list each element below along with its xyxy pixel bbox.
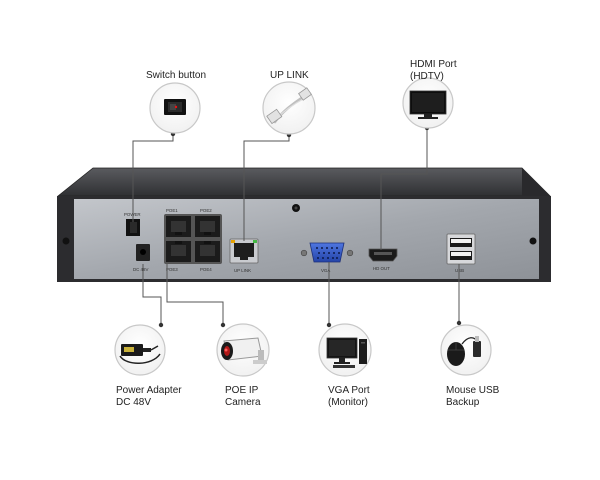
callout-dots xyxy=(158,125,462,328)
vga-monitor-callout xyxy=(318,323,372,377)
usb-label: Mouse USB Backup xyxy=(446,385,499,409)
usb-label-line1: Mouse USB xyxy=(446,385,500,396)
poe2-silk-label: POE2 xyxy=(200,208,212,213)
usb-ports[interactable] xyxy=(446,233,476,265)
poe3-silk-label: POE3 xyxy=(166,267,178,272)
dc-power-jack[interactable] xyxy=(136,244,150,261)
callout-lines xyxy=(132,128,460,325)
uplink-callout xyxy=(262,81,316,135)
power-adapter-label: Power Adapter DC 48V xyxy=(116,385,182,409)
power-adapter-label-line1: Power Adapter xyxy=(116,385,182,396)
poe-camera-label: POE IP Camera xyxy=(225,385,261,409)
mouse-icon xyxy=(447,336,481,366)
hdmi-callout xyxy=(402,77,454,129)
hdmi-label-line2: (HDTV) xyxy=(410,71,444,82)
poe-port-4 xyxy=(195,241,220,262)
nvr-device: POWER DC 48V POE1 POE2 POE3 POE4 UP LINK xyxy=(56,167,551,282)
poe-camera-label-line1: POE IP xyxy=(225,385,259,396)
usb-callout xyxy=(440,324,492,376)
poe-camera-callout xyxy=(216,323,270,377)
switch-button-label: Switch button xyxy=(146,70,207,81)
poe-port-1 xyxy=(166,216,191,237)
poe-ports[interactable] xyxy=(164,214,222,264)
desktop-computer-icon xyxy=(326,337,367,368)
screw-hole xyxy=(529,237,537,245)
hdout-silk-label: HD OUT xyxy=(373,266,390,271)
usb-silk-label: USB xyxy=(455,268,464,273)
poe-port-2 xyxy=(195,216,220,237)
power-adapter-callout xyxy=(114,324,166,376)
hdmi-label-line1: HDMI Port xyxy=(410,59,457,70)
dc-silk-label: DC 48V xyxy=(133,267,148,272)
power-adapter-icon xyxy=(119,344,161,364)
uplink-label: UP LINK xyxy=(270,70,309,81)
usb-label-line2: Backup xyxy=(446,397,480,408)
poe-camera-label-line2: Camera xyxy=(225,397,261,408)
usb-stick-icon xyxy=(473,341,481,357)
poe-port-3 xyxy=(166,241,191,262)
hdmi-label: HDMI Port (HDTV) xyxy=(410,59,457,83)
vga-monitor-label: VGA Port (Monitor) xyxy=(328,385,370,409)
screw-hole xyxy=(62,237,70,245)
uplink-silk-label: UP LINK xyxy=(234,268,251,273)
poe4-silk-label: POE4 xyxy=(200,267,212,272)
vga-monitor-label-line1: VGA Port xyxy=(328,385,370,396)
tv-monitor-icon xyxy=(409,90,447,119)
ethernet-cable-icon xyxy=(266,87,312,125)
vga-monitor-label-line2: (Monitor) xyxy=(328,397,369,408)
power-adapter-label-line2: DC 48V xyxy=(116,397,152,408)
poe1-silk-label: POE1 xyxy=(166,208,178,213)
hdmi-port[interactable] xyxy=(368,248,398,262)
chassis-top xyxy=(56,167,551,197)
uplink-port[interactable] xyxy=(229,238,259,264)
vga-port[interactable] xyxy=(300,242,354,263)
ip-camera-icon xyxy=(221,337,267,364)
vga-silk-label: VGA xyxy=(321,268,330,273)
switch-button-callout xyxy=(149,82,201,134)
power-silk-label: POWER xyxy=(124,212,141,217)
power-switch[interactable] xyxy=(126,219,140,236)
rocker-switch-icon xyxy=(164,99,186,115)
